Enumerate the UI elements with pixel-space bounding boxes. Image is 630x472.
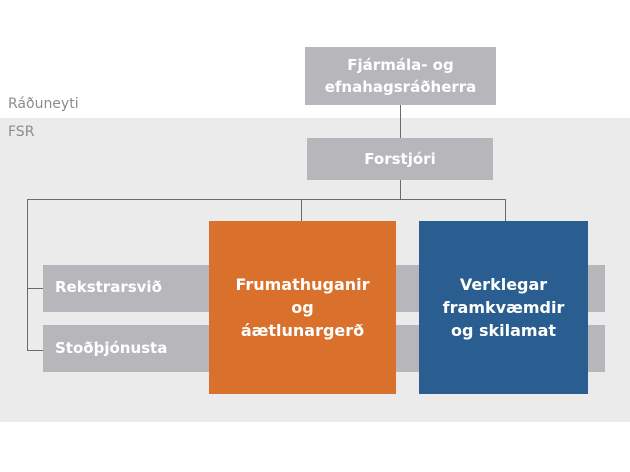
connector-rekstrarsvid	[27, 288, 43, 289]
minister-box: Fjármála- og efnahagsráðherra	[305, 47, 496, 105]
minister-line-1: Fjármála- og	[347, 56, 454, 74]
unit-verklegar-line-3: og skilamat	[450, 321, 557, 340]
connector-stodthjonusta	[27, 350, 43, 351]
unit-box-verklegar: Verklegar framkvæmdir og skilamat	[419, 221, 588, 394]
fsr-label: FSR	[8, 124, 35, 140]
director-box: Forstjóri	[307, 138, 493, 180]
connector-unit-left	[301, 199, 302, 221]
unit-verklegar-line-2: framkvæmdir	[442, 298, 565, 317]
division-label-stodthjonusta: Stoðþjónusta	[55, 339, 168, 357]
minister-line-2: efnahagsráðherra	[324, 78, 477, 96]
director-label: Forstjóri	[364, 150, 436, 168]
connector-director-down	[400, 180, 401, 200]
unit-frumathuganir-line-1: Frumathuganir	[235, 275, 370, 294]
radun-label: Ráðuneyti	[8, 96, 79, 112]
unit-frumathuganir-line-3: áætlunargerð	[240, 321, 365, 340]
unit-box-frumathuganir: Frumathuganir og áætlunargerð	[209, 221, 396, 394]
connector-unit-right	[505, 199, 506, 221]
connector-horizontal	[27, 199, 505, 200]
division-label-rekstrarsvid: Rekstrarsvið	[55, 278, 162, 296]
connector-left-vertical	[27, 199, 28, 351]
unit-verklegar-line-1: Verklegar	[459, 275, 548, 294]
connector-minister-director	[400, 105, 401, 138]
unit-frumathuganir-line-2: og	[291, 298, 314, 317]
